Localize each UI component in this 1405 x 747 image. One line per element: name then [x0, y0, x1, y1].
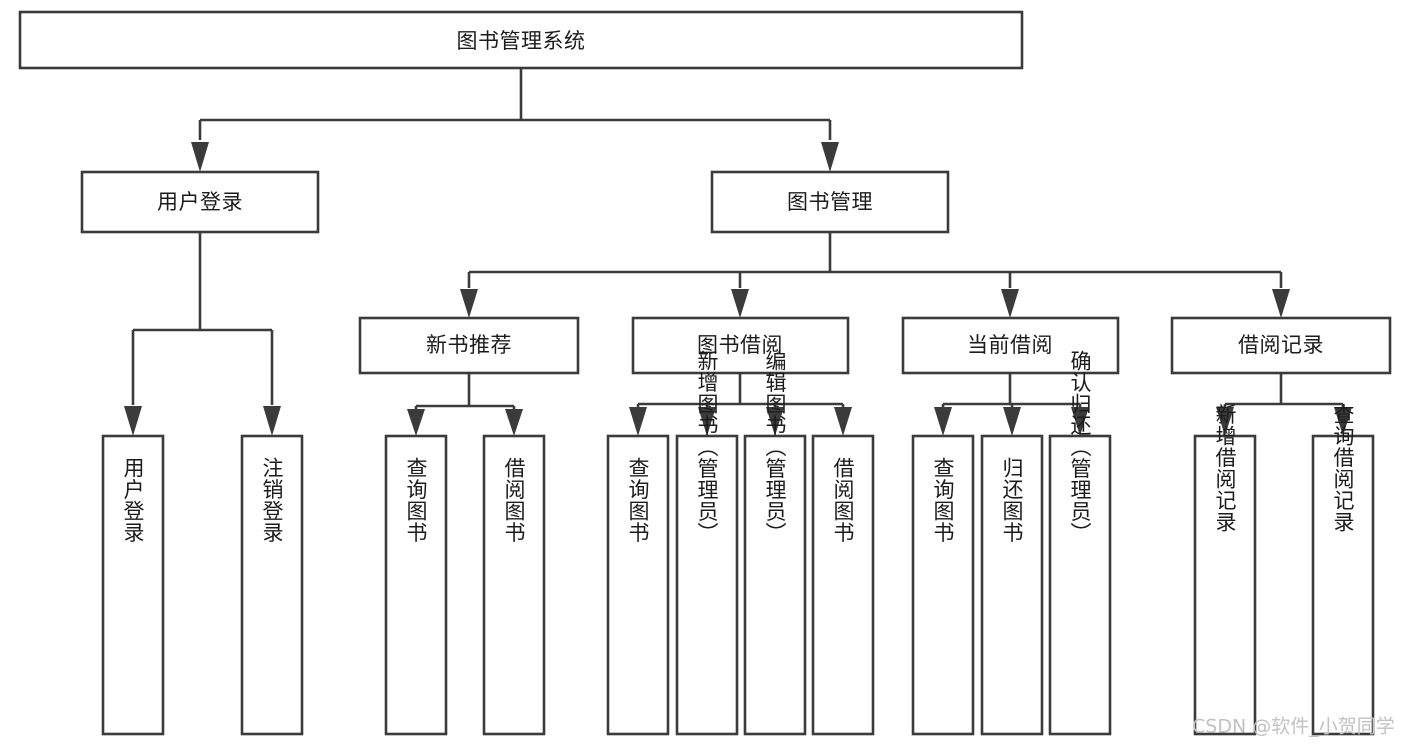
arrow-head-current-borrow — [1001, 289, 1019, 318]
node-user-login-label: 用户登录 — [157, 190, 243, 214]
leaf-label-book-borrow-3: 借阅图书 — [831, 457, 855, 543]
leaf-label-book-borrow-2: 编辑图书（管理员） — [763, 350, 787, 544]
leaf-node-user-login-0[interactable]: 用户登录 — [101, 434, 165, 736]
node-current-borrow-label: 当前借阅 — [967, 333, 1053, 357]
leaf-node-current-borrow-1[interactable]: 归还图书 — [980, 434, 1044, 736]
arrow-head-new-book-leaf-1 — [505, 409, 523, 436]
arrow-head-book-borrow-leaf-3 — [834, 407, 852, 436]
leaf-node-new-book-1[interactable]: 借阅图书 — [482, 434, 546, 736]
leaf-box-new-book-0[interactable] — [384, 434, 448, 736]
node-book-borrow-box[interactable] — [631, 316, 850, 375]
node-new-book-recommend[interactable]: 新书推荐 — [358, 316, 580, 375]
connector-group-root-to-level1 — [191, 68, 839, 172]
leaf-box-borrow-record-1[interactable] — [1311, 434, 1375, 736]
leaf-box-book-borrow-0[interactable] — [606, 434, 670, 736]
leaf-label-borrow-record-1: 查询借阅记录 — [1331, 404, 1355, 533]
node-book-management-box[interactable] — [710, 170, 950, 234]
node-root-system[interactable]: 图书管理系统 — [18, 10, 1024, 70]
node-borrow-record-box[interactable] — [1170, 316, 1392, 375]
leaf-box-borrow-record-0[interactable] — [1193, 434, 1257, 736]
connector-group-book-borrow-to-leaves — [629, 373, 852, 436]
arrow-head-user-login — [191, 142, 209, 172]
arrow-head-user-login-leaf-0 — [124, 406, 142, 436]
connector-group-user-login-to-leaves — [124, 232, 281, 436]
connector-group-new-book-to-leaves — [407, 373, 523, 436]
node-new-book-recommend-label: 新书推荐 — [426, 333, 512, 357]
leaf-label-current-borrow-0: 查询图书 — [931, 457, 955, 543]
connector-group-current-borrow-to-leaves — [934, 373, 1089, 436]
node-current-borrow[interactable]: 当前借阅 — [901, 316, 1120, 375]
arrow-head-borrow-record-leaf-0 — [1216, 407, 1234, 436]
arrow-head-borrow-record — [1272, 289, 1290, 318]
leaf-node-book-borrow-2[interactable]: 编辑图书（管理员） — [743, 350, 807, 736]
node-book-management[interactable]: 图书管理 — [710, 170, 950, 234]
node-book-management-label: 图书管理 — [787, 190, 873, 214]
node-current-borrow-box[interactable] — [901, 316, 1120, 375]
arrow-head-book-borrow-leaf-1 — [698, 407, 716, 436]
node-root-label: 图书管理系统 — [457, 29, 586, 53]
node-root-box[interactable] — [18, 10, 1024, 70]
leaf-node-book-borrow-3[interactable]: 借阅图书 — [811, 434, 875, 736]
leaf-box-user-login-1[interactable] — [240, 434, 304, 736]
leaf-box-new-book-1[interactable] — [482, 434, 546, 736]
leaf-label-user-login-1: 注销登录 — [260, 457, 284, 543]
leaf-node-current-borrow-2[interactable]: 确认归还（管理员） — [1048, 350, 1112, 736]
leaf-label-current-borrow-2: 确认归还（管理员） — [1068, 350, 1092, 544]
arrow-head-book-borrow — [731, 289, 749, 318]
node-user-login[interactable]: 用户登录 — [80, 170, 320, 234]
leaf-box-book-borrow-2[interactable] — [743, 434, 807, 736]
node-book-borrow[interactable]: 图书借阅 — [631, 316, 850, 375]
arrow-head-book-borrow-leaf-2 — [766, 407, 784, 436]
leaf-label-book-borrow-1: 新增图书（管理员） — [695, 350, 719, 544]
node-user-login-box[interactable] — [80, 170, 320, 234]
arrow-head-new-book-recommend — [460, 289, 478, 318]
leaf-box-current-borrow-0[interactable] — [911, 434, 975, 736]
leaf-box-book-borrow-1[interactable] — [675, 434, 739, 736]
arrow-head-user-login-leaf-1 — [263, 406, 281, 436]
leaf-node-user-login-1[interactable]: 注销登录 — [240, 434, 304, 736]
leaf-label-user-login-0: 用户登录 — [121, 457, 145, 543]
leaf-box-current-borrow-1[interactable] — [980, 434, 1044, 736]
leaf-node-current-borrow-0[interactable]: 查询图书 — [911, 434, 975, 736]
leaf-label-current-borrow-1: 归还图书 — [1000, 457, 1024, 543]
csdn-watermark: CSDN @软件_小贺同学 — [1192, 716, 1395, 738]
arrow-head-book-borrow-leaf-0 — [629, 407, 647, 436]
leaf-node-book-borrow-0[interactable]: 查询图书 — [606, 434, 670, 736]
leaf-node-new-book-0[interactable]: 查询图书 — [384, 434, 448, 736]
leaf-box-user-login-0[interactable] — [101, 434, 165, 736]
leaf-box-current-borrow-2[interactable] — [1048, 434, 1112, 736]
leaf-node-book-borrow-1[interactable]: 新增图书（管理员） — [675, 350, 739, 736]
arrow-head-current-borrow-leaf-0 — [934, 407, 952, 436]
leaf-node-borrow-record-0[interactable]: 新增借阅记录 — [1193, 404, 1257, 736]
leaf-label-new-book-0: 查询图书 — [404, 457, 428, 543]
leaf-label-borrow-record-0: 新增借阅记录 — [1213, 404, 1237, 533]
node-book-borrow-label: 图书借阅 — [697, 333, 783, 357]
leaf-label-new-book-1: 借阅图书 — [502, 457, 526, 543]
leaf-node-borrow-record-1[interactable]: 查询借阅记录 — [1311, 404, 1375, 736]
node-new-book-recommend-box[interactable] — [358, 316, 580, 375]
arrow-head-current-borrow-leaf-2 — [1071, 407, 1089, 436]
arrow-head-current-borrow-leaf-1 — [1003, 407, 1021, 436]
arrow-head-book-manage — [821, 142, 839, 172]
arrow-head-borrow-record-leaf-1 — [1334, 407, 1352, 436]
connector-group-book-manage-to-level2 — [460, 232, 1290, 318]
node-borrow-record[interactable]: 借阅记录 — [1170, 316, 1392, 375]
connector-group-borrow-record-to-leaves — [1216, 373, 1352, 436]
arrow-head-new-book-leaf-0 — [407, 409, 425, 436]
leaf-label-book-borrow-0: 查询图书 — [626, 457, 650, 543]
node-borrow-record-label: 借阅记录 — [1238, 333, 1324, 357]
leaf-box-book-borrow-3[interactable] — [811, 434, 875, 736]
